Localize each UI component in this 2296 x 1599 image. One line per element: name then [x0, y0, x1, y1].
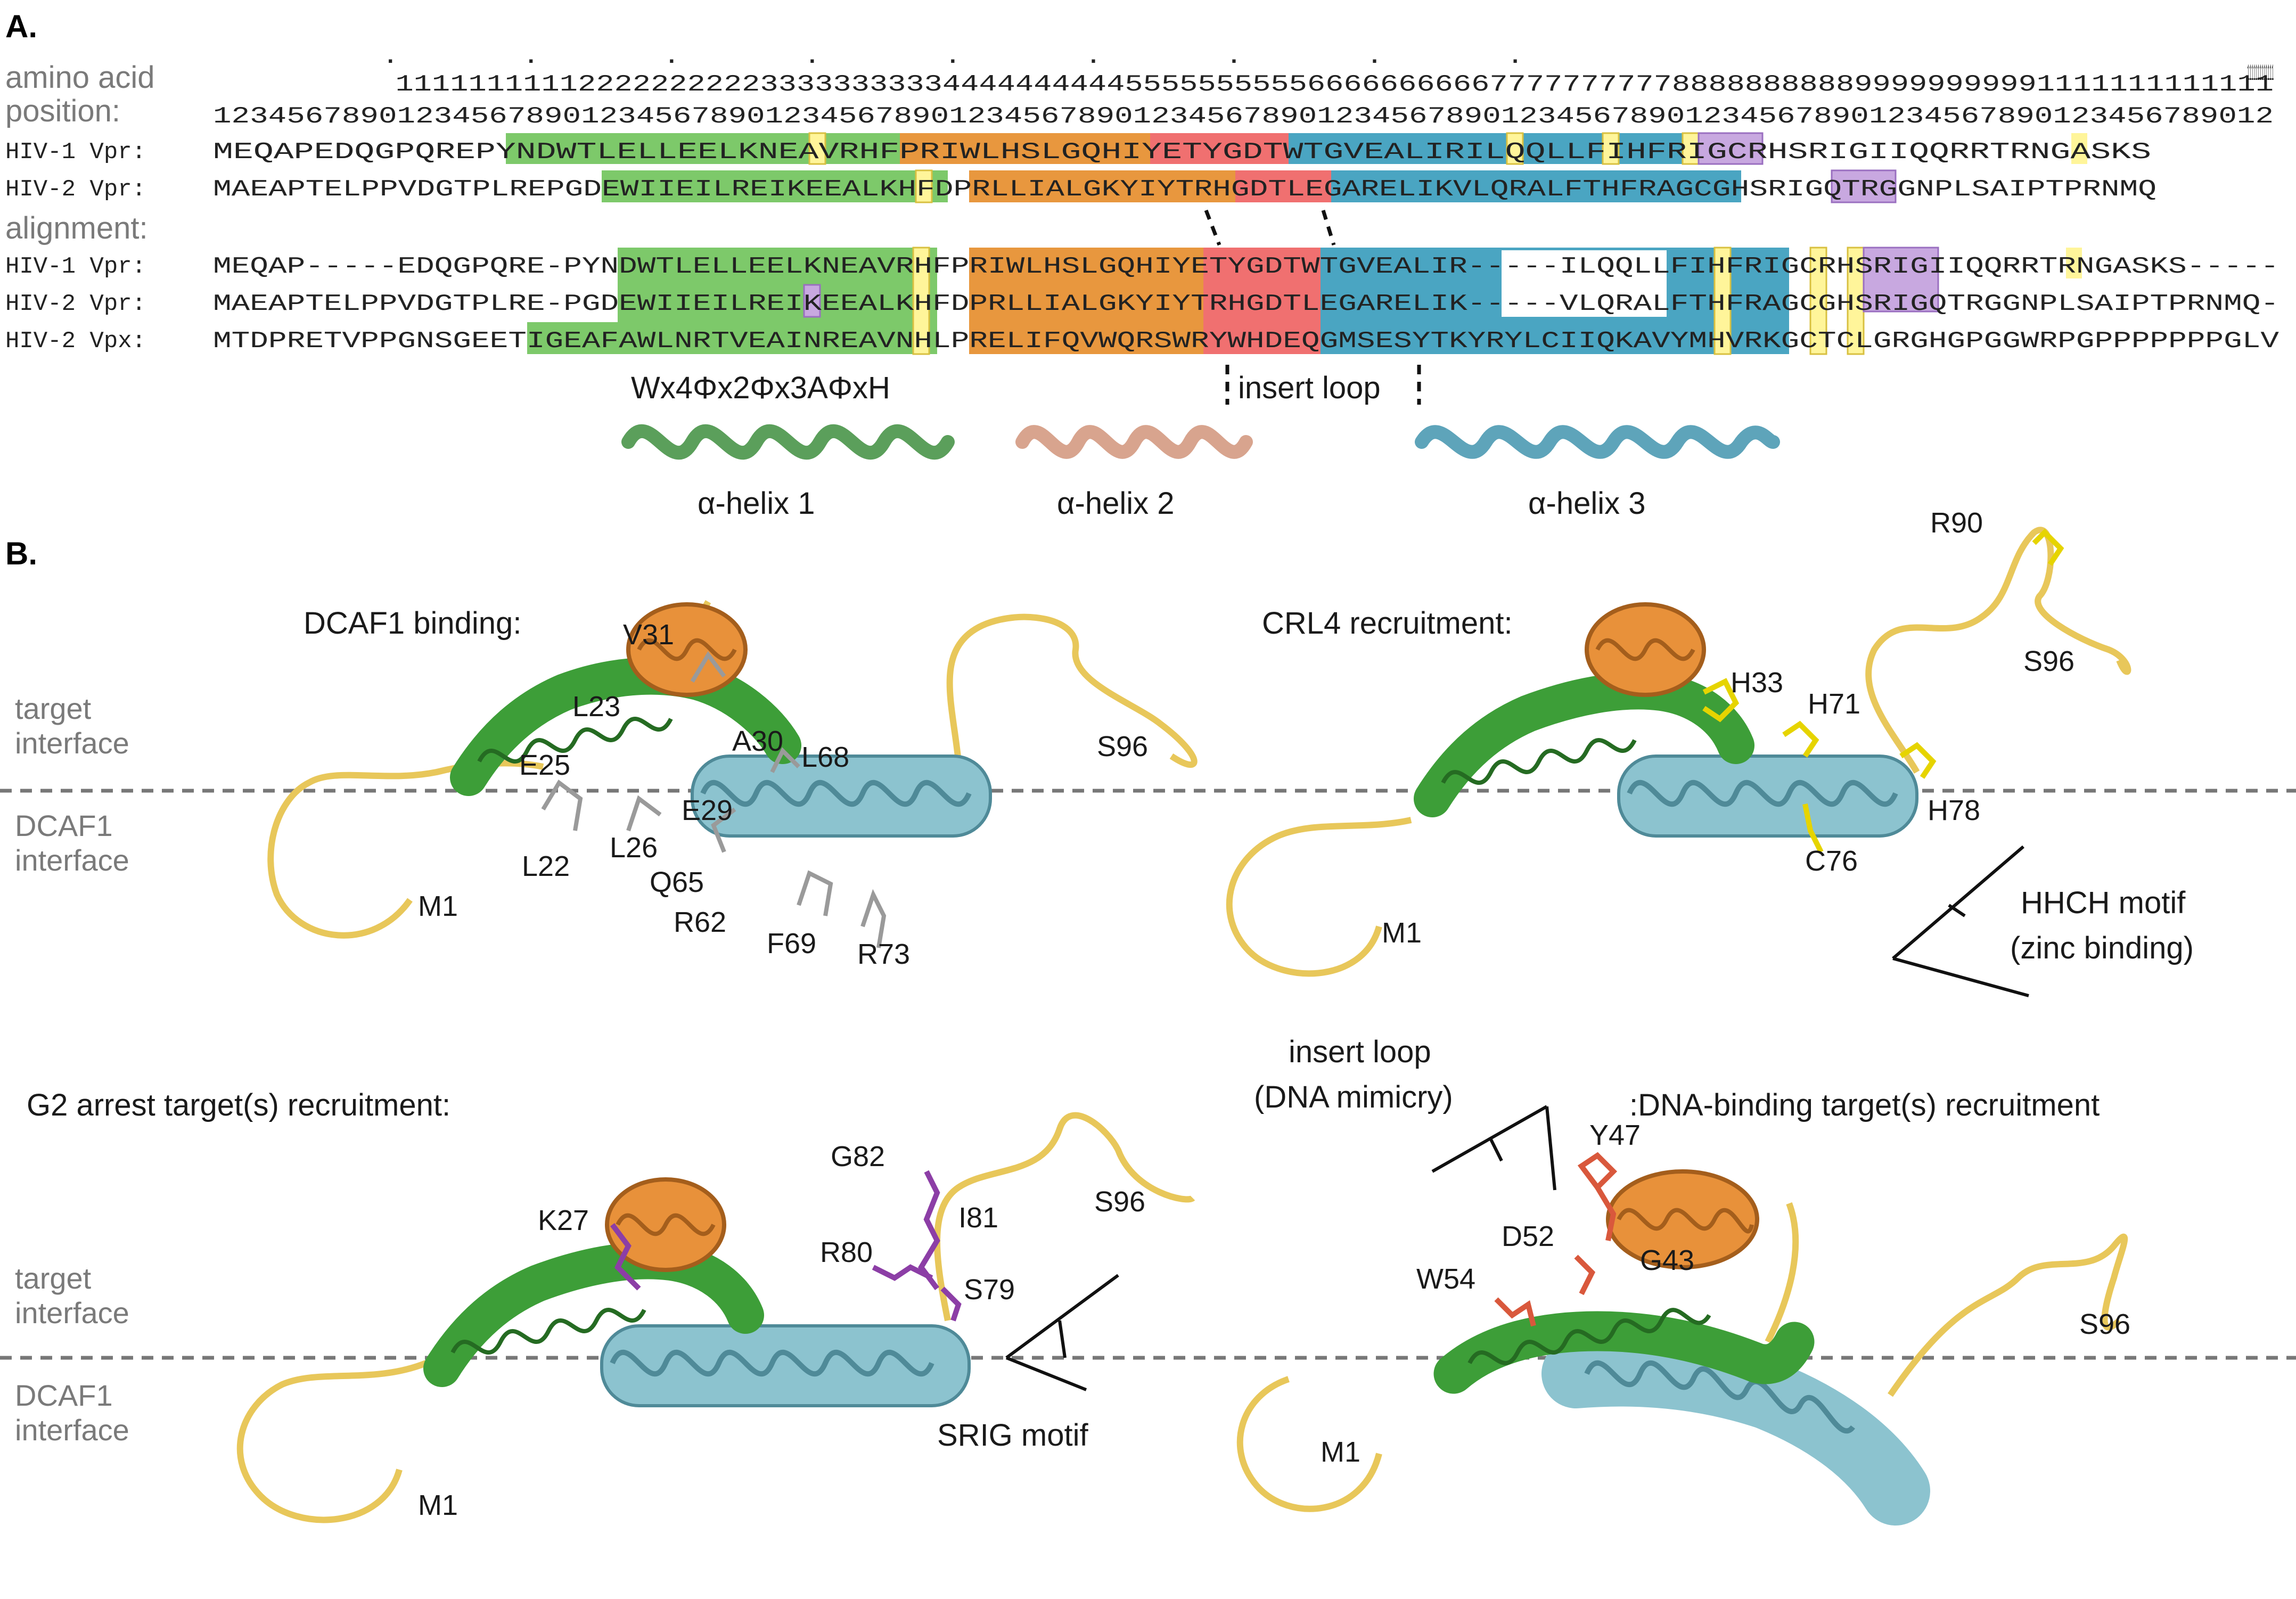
protein-cartoon — [1226, 527, 2131, 977]
residue-label: R90 — [1930, 507, 1983, 539]
residue-label: C76 — [1805, 845, 1858, 877]
highlight-blocks-top — [506, 132, 2087, 203]
quadrant-title: CRL4 recruitment: — [1262, 606, 1513, 641]
insert-loop-label: insert loop — [1238, 371, 1381, 405]
position-dots: . . . . . . . . . — [383, 44, 1522, 70]
residue-label: R73 — [857, 938, 910, 970]
residue-label: H33 — [1731, 667, 1783, 699]
dcaf1-interface-label-top-2: interface — [15, 843, 129, 877]
residue-label: L23 — [572, 691, 620, 723]
protein-cartoon — [1236, 1152, 2128, 1526]
quadrant-title: :DNA-binding target(s) recruitment — [1629, 1088, 2100, 1122]
insert-loop-bracket — [1431, 1105, 1556, 1191]
residue-label: K27 — [538, 1204, 589, 1236]
residue-label: G43 — [1640, 1244, 1694, 1276]
residue-label: S96 — [1094, 1186, 1145, 1218]
dcaf1-interface-label-bottom-1: DCAF1 — [15, 1379, 113, 1412]
helix-3-icon — [1415, 425, 1780, 459]
residue-label: W54 — [1416, 1263, 1475, 1295]
srig-bracket — [1005, 1274, 1119, 1391]
seq-aligned-2: MAEAPTELPPVDGTPLRE-PGDEWIIEILREIKEEALKHF… — [213, 291, 2279, 317]
residue-label: I81 — [958, 1202, 998, 1234]
seq-top-1: MEQAPEDQGPQREPYNDWTLELLEELKNEAVRHFPRIWLH… — [213, 139, 2151, 166]
position-title-1: amino acid — [5, 60, 154, 95]
quadrant-g2-arrest: G2 arrest target(s) recruitment: G82 I81… — [27, 1088, 1195, 1523]
position-title-2: position: — [5, 94, 120, 128]
dcaf1-interface-label-bottom-2: interface — [15, 1413, 129, 1447]
seq-aligned-1: MEQAP-----EDQGPQRE-PYNDWTLELLEELKNEAVRHF… — [213, 253, 2279, 280]
quadrant-title: DCAF1 binding: — [304, 606, 521, 641]
helix-2-label: α-helix 2 — [1057, 486, 1175, 521]
helix-3-label: α-helix 3 — [1528, 486, 1646, 521]
motif-label: (zinc binding) — [2010, 931, 2194, 965]
seq-top-name-1: HIV-1 Vpr: — [5, 139, 146, 166]
quadrant-crl4-recruitment: CRL4 recruitment: R90 S96 H33 H71 H78 C7… — [1226, 507, 2194, 997]
residue-label: M1 — [1382, 917, 1422, 949]
quadrant-dcaf1-binding: DCAF1 binding: V31 L23 E25 A30 — [267, 600, 1198, 970]
residue-label: L22 — [522, 850, 570, 882]
residue-label: F69 — [767, 928, 816, 960]
residue-label: H78 — [1928, 794, 1980, 826]
residue-label: E25 — [519, 749, 570, 781]
residue-label: R80 — [820, 1236, 873, 1268]
residue-label: L26 — [610, 832, 658, 864]
quadrant-title: G2 arrest target(s) recruitment: — [27, 1088, 450, 1122]
seq-aligned-3: MTDPRETVPPGNSGEETIGEAFAWLNRTVEAINREAVNHL… — [213, 328, 2279, 355]
target-interface-label-top-2: interface — [15, 726, 129, 760]
residue-label: Y47 — [1589, 1119, 1641, 1151]
motif-label: Wx4Φx2Φx3AΦxH — [631, 371, 890, 405]
panel-b-label: B. — [5, 536, 37, 571]
motif-label: HHCH motif — [2021, 885, 2186, 920]
protein-cartoon — [267, 600, 1198, 948]
alignment-title: alignment: — [5, 211, 148, 245]
helix-2-icon — [1015, 425, 1253, 459]
residue-label: L68 — [801, 741, 849, 773]
residue-label: H71 — [1808, 688, 1860, 720]
residue-label: A30 — [732, 725, 783, 757]
residue-label: S96 — [2023, 645, 2074, 677]
position-row-hundreds: 1111111111111 — [2045, 61, 2274, 87]
motif-label: (DNA mimicry) — [1254, 1080, 1453, 1114]
position-row-ones: 1234567890123456789012345678901234567890… — [213, 103, 2274, 130]
residue-label: R62 — [674, 906, 726, 938]
residue-label: M1 — [418, 1489, 458, 1521]
residue-label: E29 — [682, 794, 733, 826]
residue-label: V31 — [623, 619, 674, 651]
seq-top-2: MAEAPTELPPVDGTPLREPGDEWIIEILREIKEEALKHFD… — [213, 176, 2156, 203]
residue-label: M1 — [418, 890, 458, 922]
highlight-blocks-aligned — [527, 247, 2082, 355]
target-interface-label-top-1: target — [15, 692, 92, 725]
seq-aligned-name-3: HIV-2 Vpx: — [5, 328, 146, 355]
insert-loop-connectors — [1204, 209, 1421, 405]
helix-1-icon — [621, 424, 955, 460]
position-row-tens: 1111111111222222222233333333334444444444… — [213, 71, 2274, 98]
quadrant-dna-binding: :DNA-binding target(s) recruitment Y47 D… — [1236, 1035, 2130, 1526]
residue-label: S96 — [1097, 731, 1148, 762]
protein-cartoon — [236, 1112, 1195, 1523]
residue-label: M1 — [1321, 1436, 1360, 1468]
target-interface-label-bottom-2: interface — [15, 1296, 129, 1330]
dcaf1-interface-label-top-1: DCAF1 — [15, 809, 113, 842]
seq-top-name-2: HIV-2 Vpr: — [5, 176, 146, 203]
interface-divider-lines — [0, 789, 2296, 1360]
residue-label: Q65 — [650, 866, 704, 898]
hhch-bracket — [1892, 845, 2029, 997]
seq-aligned-name-1: HIV-1 Vpr: — [5, 253, 146, 280]
target-interface-label-bottom-1: target — [15, 1261, 92, 1295]
residue-label: S79 — [964, 1274, 1015, 1306]
seq-aligned-name-2: HIV-2 Vpr: — [5, 291, 146, 317]
motif-label: SRIG motif — [937, 1418, 1088, 1453]
residue-label: D52 — [1502, 1220, 1554, 1252]
residue-label: G82 — [831, 1141, 885, 1172]
residue-label: S96 — [2079, 1308, 2130, 1340]
panel-a-label: A. — [5, 9, 37, 44]
motif-label: insert loop — [1289, 1035, 1431, 1069]
helix-1-label: α-helix 1 — [698, 486, 815, 521]
